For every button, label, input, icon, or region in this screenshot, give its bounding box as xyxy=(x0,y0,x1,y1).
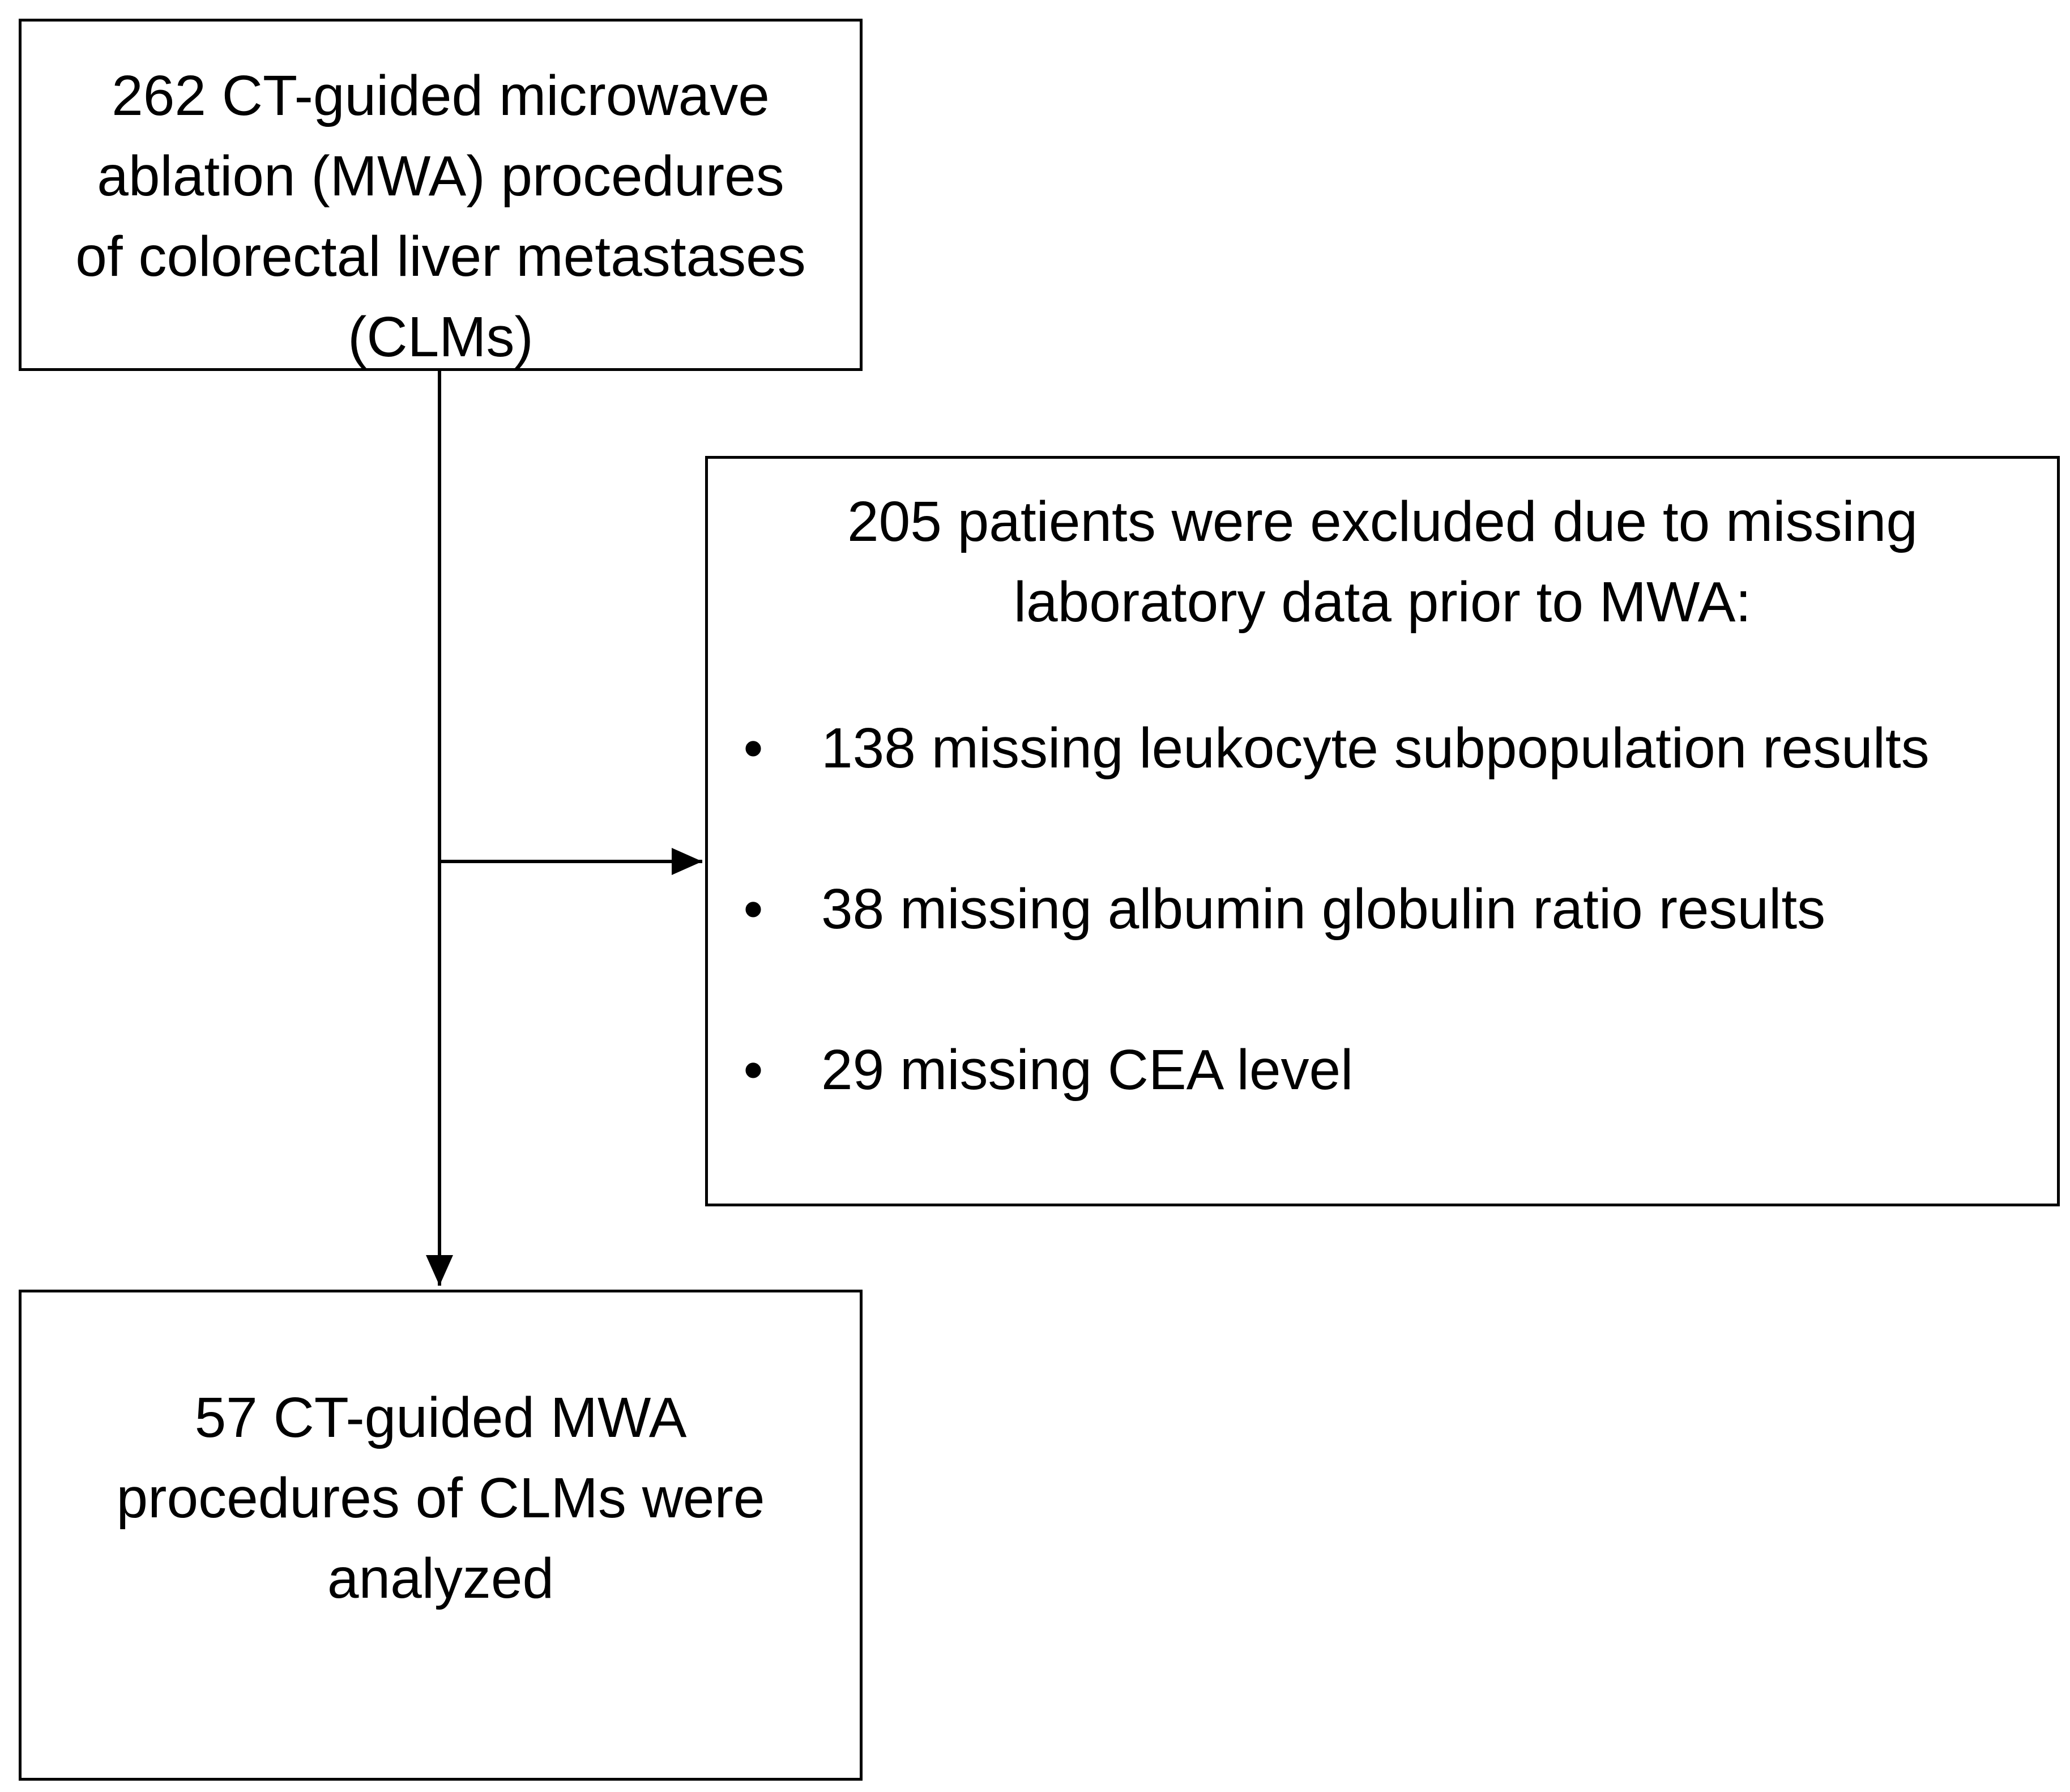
start-box-line: (CLMs) xyxy=(348,305,533,369)
result-box: 57 CT-guided MWA procedures of CLMs were… xyxy=(19,1290,863,1781)
exclusion-box: 205 patients were excluded due to missin… xyxy=(705,456,2060,1206)
exclusion-item: • 38 missing albumin globulin ratio resu… xyxy=(708,869,2057,1030)
exclusion-item-text: 29 missing CEA level xyxy=(821,1038,1354,1102)
bullet-icon: • xyxy=(743,877,763,941)
bullet-icon: • xyxy=(743,1038,763,1102)
start-box-text: 262 CT-guided microwave ablation (MWA) p… xyxy=(22,56,860,377)
start-box-line: 262 CT-guided microwave xyxy=(112,64,770,127)
bullet-icon: • xyxy=(743,716,763,780)
exclusion-item: • 29 missing CEA level xyxy=(708,1030,2057,1191)
exclusion-heading: 205 patients were excluded due to missin… xyxy=(708,481,2057,642)
exclusion-heading-line: laboratory data prior to MWA: xyxy=(1013,570,1752,634)
exclusion-item-text: 138 missing leukocyte subpopulation resu… xyxy=(821,716,1930,780)
exclusion-heading-line: 205 patients were excluded due to missin… xyxy=(847,490,1918,553)
start-box-line: ablation (MWA) procedures xyxy=(97,144,784,208)
exclusion-item: • 138 missing leukocyte subpopulation re… xyxy=(708,708,2057,869)
result-box-line: analyzed xyxy=(327,1547,554,1610)
exclusion-item-text: 38 missing albumin globulin ratio result… xyxy=(821,877,1826,941)
start-box: 262 CT-guided microwave ablation (MWA) p… xyxy=(19,19,863,371)
result-box-text: 57 CT-guided MWA procedures of CLMs were… xyxy=(22,1377,860,1619)
result-box-line: 57 CT-guided MWA xyxy=(194,1386,687,1449)
exclusion-list: • 138 missing leukocyte subpopulation re… xyxy=(708,708,2057,1191)
start-box-line: of colorectal liver metastases xyxy=(75,225,806,288)
result-box-line: procedures of CLMs were xyxy=(116,1466,765,1530)
